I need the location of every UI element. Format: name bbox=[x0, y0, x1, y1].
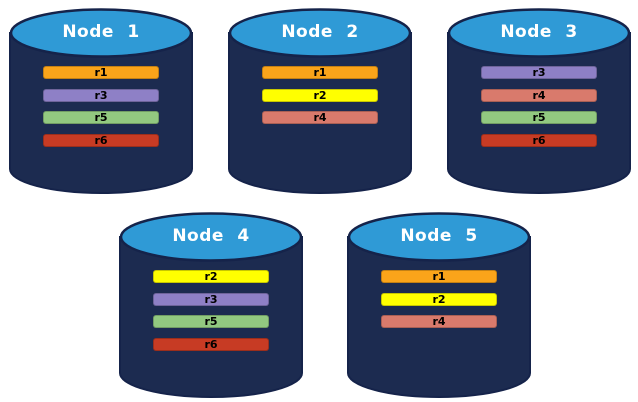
node-2: Node 2 r1 r2 r4 bbox=[227, 5, 413, 197]
replica-bar: r1 bbox=[262, 66, 378, 79]
cylinder-top bbox=[119, 212, 303, 262]
replica-bar: r3 bbox=[43, 88, 159, 102]
cylinder-top bbox=[347, 212, 531, 262]
node-label: Node 5 bbox=[400, 226, 478, 246]
replica-bar: r3 bbox=[481, 66, 597, 79]
replica-list: r2 r3 r5 r6 bbox=[153, 270, 269, 351]
replica-list: r1 r3 r5 r6 bbox=[43, 66, 159, 147]
replica-bar: r5 bbox=[481, 111, 597, 124]
node-label: Node 4 bbox=[172, 226, 250, 246]
replica-bar: r4 bbox=[262, 111, 378, 124]
replica-bar: r2 bbox=[262, 88, 378, 102]
replica-bar: r3 bbox=[153, 292, 269, 306]
cylinder-top bbox=[228, 8, 412, 58]
replica-bar: r1 bbox=[43, 66, 159, 79]
replica-bar: r4 bbox=[381, 315, 497, 328]
replica-bar: r2 bbox=[153, 270, 269, 283]
node-1: Node 1 r1 r3 r5 r6 bbox=[8, 5, 194, 197]
cylinder-top bbox=[9, 8, 193, 58]
replica-bar: r4 bbox=[481, 88, 597, 102]
replica-bar: r6 bbox=[43, 133, 159, 147]
replica-bar: r1 bbox=[381, 270, 497, 283]
replica-list: r3 r4 r5 r6 bbox=[481, 66, 597, 147]
replica-bar: r2 bbox=[381, 292, 497, 306]
node-label: Node 3 bbox=[500, 22, 578, 42]
replica-list: r1 r2 r4 bbox=[262, 66, 378, 124]
node-5: Node 5 r1 r2 r4 bbox=[346, 209, 532, 401]
node-label: Node 1 bbox=[62, 22, 140, 42]
replica-bar: r6 bbox=[153, 337, 269, 351]
replica-bar: r5 bbox=[43, 111, 159, 124]
replica-bar: r5 bbox=[153, 315, 269, 328]
node-4: Node 4 r2 r3 r5 r6 bbox=[118, 209, 304, 401]
replica-list: r1 r2 r4 bbox=[381, 270, 497, 328]
replica-bar: r6 bbox=[481, 133, 597, 147]
cylinder-top bbox=[447, 8, 631, 58]
node-label: Node 2 bbox=[281, 22, 359, 42]
node-3: Node 3 r3 r4 r5 r6 bbox=[446, 5, 632, 197]
